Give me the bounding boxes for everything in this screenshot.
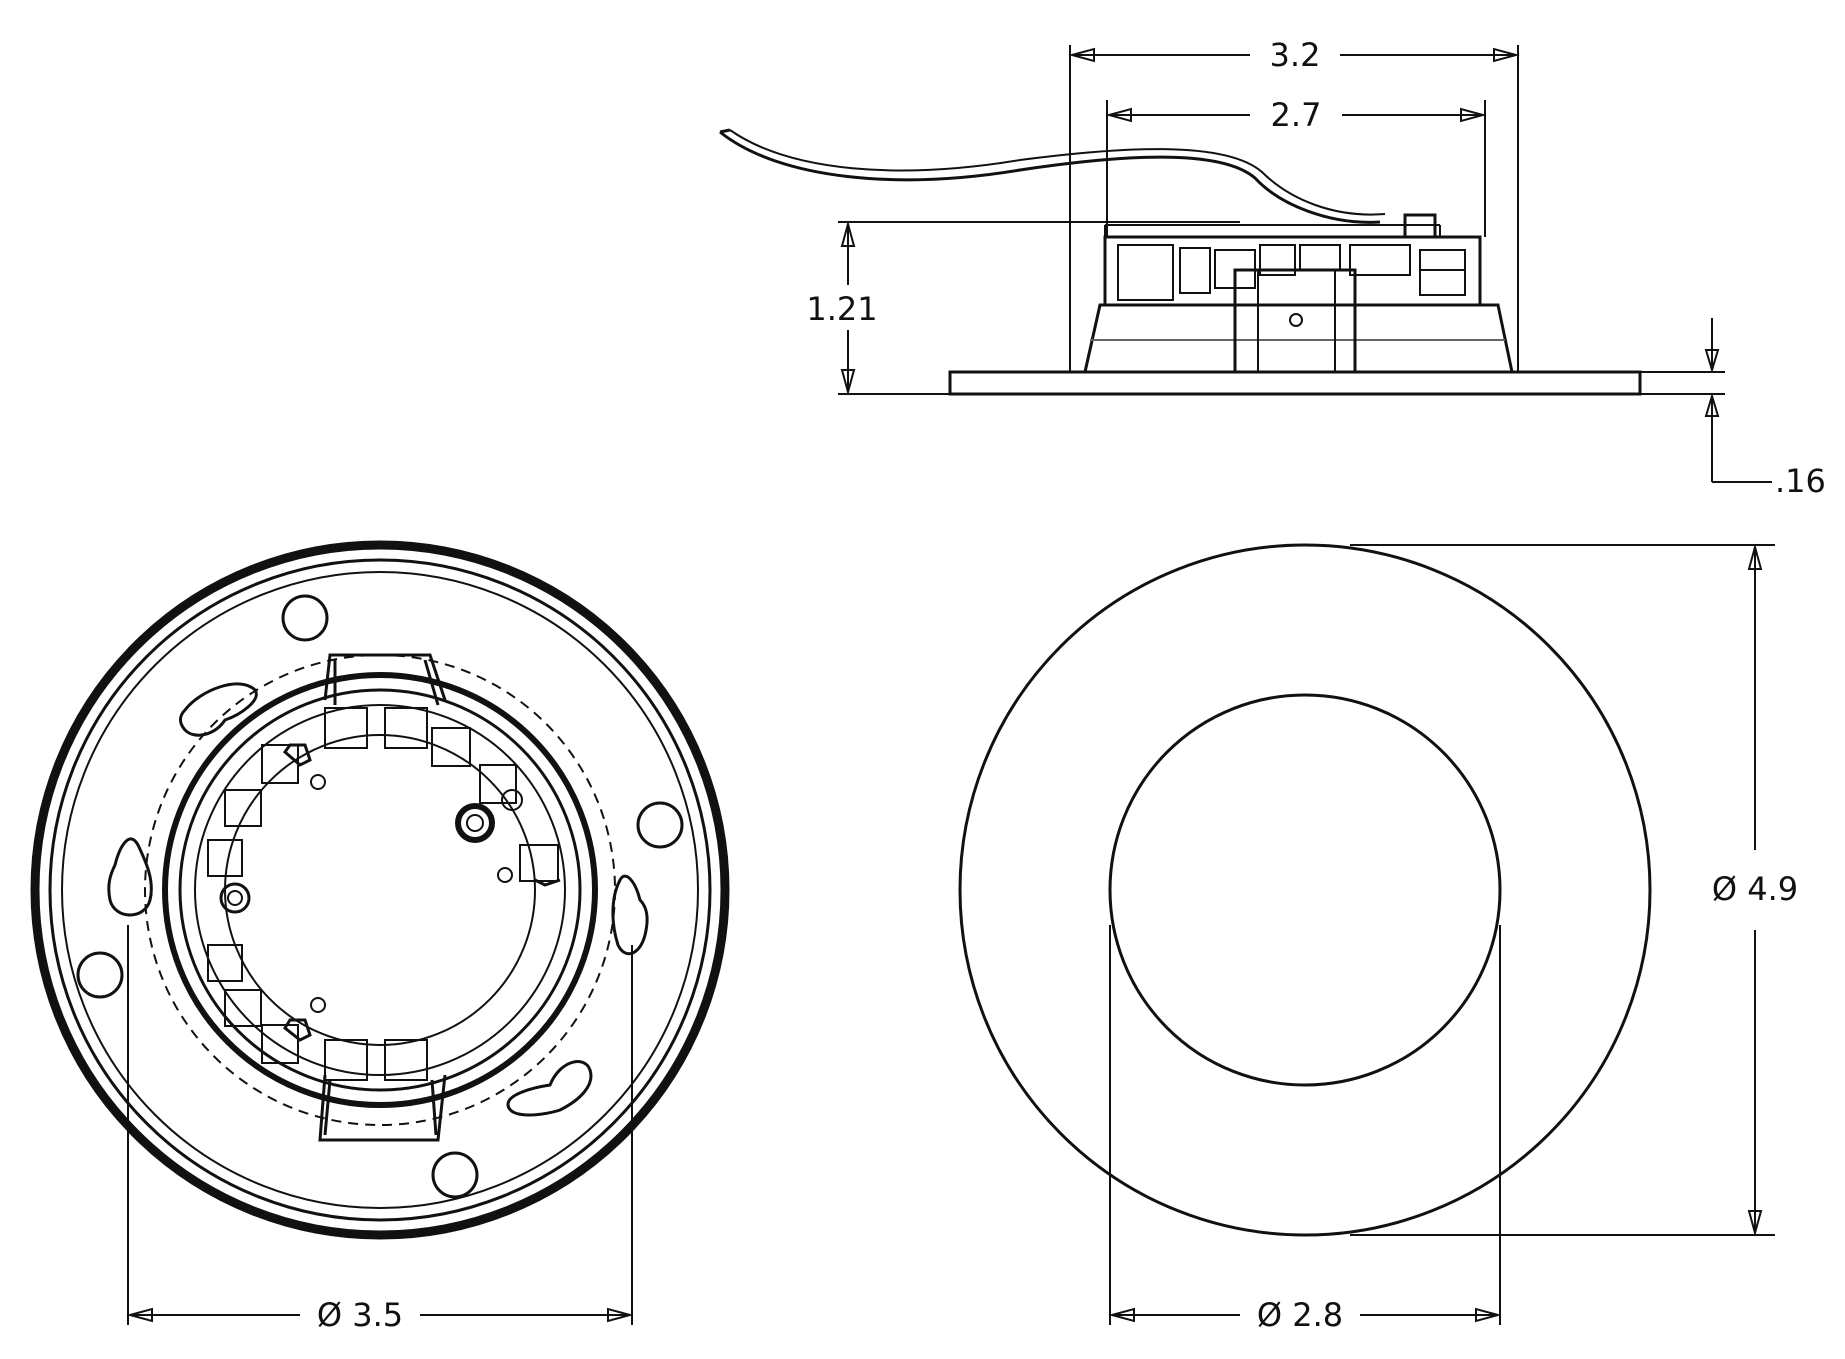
dim-side-width-outer: 3.2 (1270, 36, 1321, 74)
dim-inner-diameter: Ø 2.8 (1257, 1296, 1343, 1334)
back-view-keyhole-1 (179, 682, 258, 737)
back-view-hole-3 (76, 951, 124, 999)
back-view-hole-1 (281, 594, 329, 642)
back-view (30, 540, 730, 1240)
back-view-keyhole-4 (506, 1060, 593, 1117)
front-view-outer-trim (958, 543, 1652, 1237)
dim-mount-diameter: Ø 3.5 (317, 1296, 403, 1334)
back-view-screw-1 (455, 803, 495, 843)
front-view-dimensions: Ø 4.9 Ø 2.8 (1108, 543, 1798, 1334)
side-view-driver-block (1103, 235, 1482, 307)
side-view (719, 128, 1642, 396)
back-view-outer-rim (30, 540, 730, 1240)
side-view-junction-box (1233, 268, 1357, 374)
back-view-screw-2 (219, 882, 251, 914)
front-view (958, 543, 1652, 1237)
side-view-wire (719, 130, 1381, 224)
side-view-flange (948, 370, 1642, 396)
dim-outer-diameter: Ø 4.9 (1712, 870, 1798, 908)
back-view-dimensions: Ø 3.5 (126, 925, 634, 1334)
back-view-clip-top (323, 653, 447, 706)
back-view-housing-ring (162, 672, 598, 1108)
dim-side-width-inner: 2.7 (1271, 96, 1322, 134)
dim-flange-thickness: .16 (1775, 462, 1826, 500)
back-view-hole-2 (636, 801, 684, 849)
back-view-clip-bottom (318, 1074, 447, 1142)
dim-side-height: 1.21 (806, 290, 877, 328)
back-view-keyhole-3 (611, 874, 649, 956)
back-view-segments (207, 707, 559, 1081)
back-view-keyhole-2 (107, 837, 153, 917)
front-view-aperture (1108, 693, 1502, 1087)
back-view-hole-4 (431, 1151, 479, 1199)
side-view-dimensions: 3.2 2.7 1.21 .16 (806, 36, 1826, 500)
